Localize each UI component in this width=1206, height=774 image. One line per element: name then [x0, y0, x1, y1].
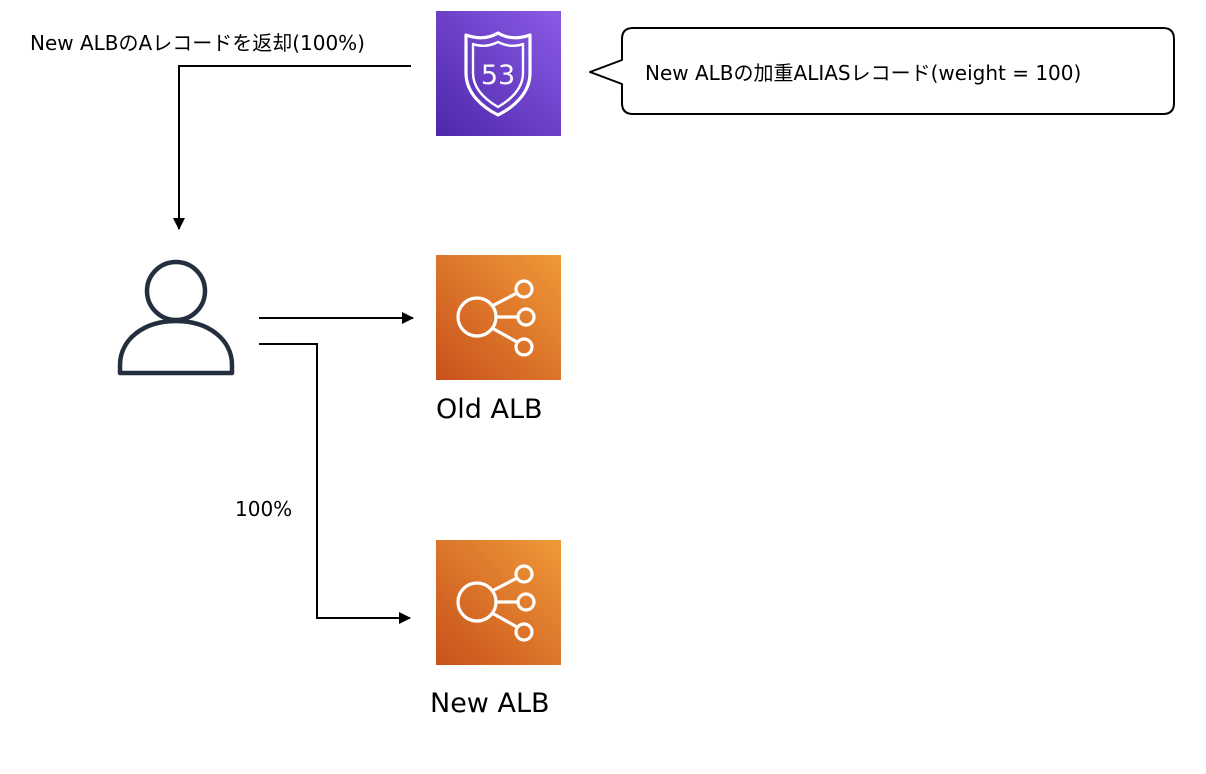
new-alb-traffic-label: 100% — [235, 497, 293, 521]
old-alb-icon — [436, 255, 561, 380]
callout-bubble — [589, 27, 1175, 115]
dns-response-arrow — [173, 65, 411, 230]
new-alb-label: New ALB — [430, 688, 550, 719]
dns-response-label: New ALBのAレコードを返却(100%) — [30, 31, 365, 55]
user-icon — [110, 257, 242, 381]
route53-icon: 53 — [436, 11, 561, 136]
callout-text: New ALBの加重ALIASレコード(weight = 100) — [645, 61, 1082, 85]
old-alb-label: Old ALB — [436, 394, 543, 425]
new-alb-icon — [436, 540, 561, 665]
route53-badge-text: 53 — [481, 60, 515, 91]
user-to-new-alb-arrow — [259, 343, 411, 624]
